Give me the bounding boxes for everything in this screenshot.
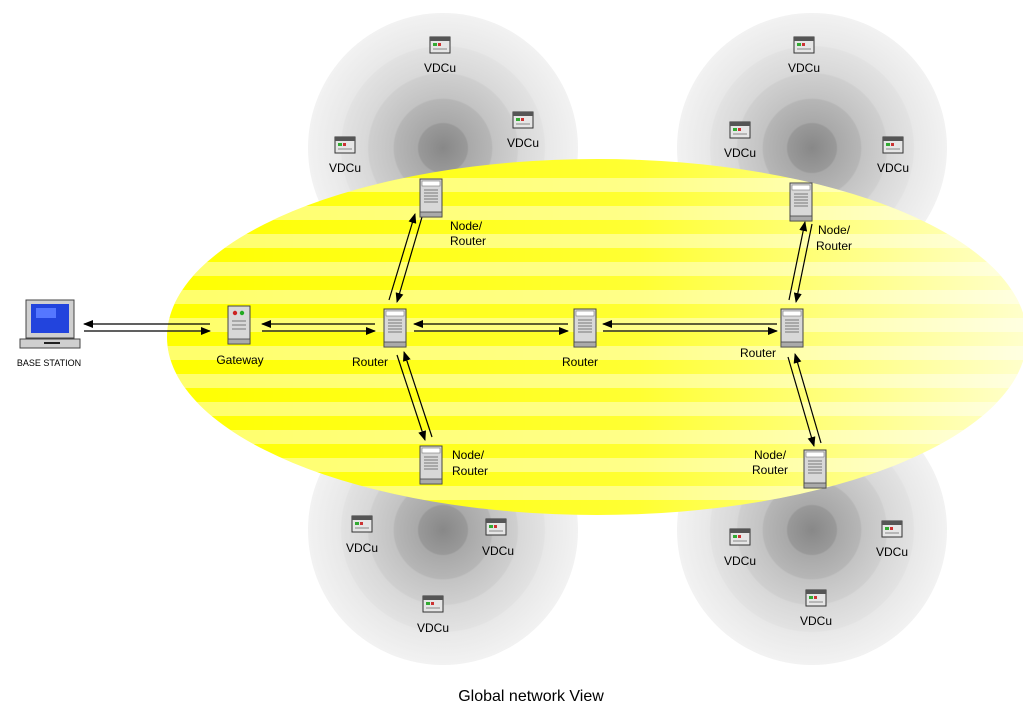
router-label: Router (740, 346, 776, 360)
arrow-node-br-to-router3 (793, 353, 822, 444)
vdcu-device-icon (485, 518, 507, 536)
vdcu-label: VDCu (329, 161, 361, 175)
arrow-node-tr-to-router3 (793, 223, 813, 303)
vdcu-unit: VDCu (788, 36, 820, 75)
node-router-label-line1: Node/ (450, 219, 483, 233)
vdcu-unit: VDCu (877, 136, 909, 175)
diagram-caption: Global network View (458, 688, 604, 705)
router-1: Router (352, 308, 407, 369)
vdcu-unit: VDCu (724, 528, 756, 568)
router-label: Router (352, 355, 388, 369)
vdcu-device-icon (334, 136, 356, 154)
vdcu-label: VDCu (876, 545, 908, 559)
server-icon (803, 449, 827, 489)
gateway: Gateway (216, 305, 264, 367)
router-2: Router (562, 308, 598, 369)
vdcu-device-icon (422, 595, 444, 613)
vdcu-unit: VDCu (482, 518, 514, 558)
node-router-label-line1: Node/ (818, 223, 851, 237)
node-router-top-left: Node/ Router (419, 178, 486, 248)
arrow-node-bl-to-router1 (403, 351, 433, 438)
vdcu-label: VDCu (346, 541, 378, 555)
vdcu-device-icon (351, 515, 373, 533)
node-router-label-line2: Router (452, 464, 488, 478)
vdcu-unit: VDCu (329, 136, 361, 175)
server-icon (383, 308, 407, 348)
vdcu-label: VDCu (724, 554, 756, 568)
vdcu-label: VDCu (424, 61, 456, 75)
computer-icon (19, 299, 81, 349)
server-icon (780, 308, 804, 348)
link-arrows (83, 213, 822, 447)
node-router-top-right: Node/ Router (789, 182, 852, 253)
node-router-label-line2: Router (752, 463, 788, 477)
vdcu-unit: VDCu (800, 589, 832, 628)
vdcu-label: VDCu (507, 136, 539, 150)
vdcu-device-icon (882, 136, 904, 154)
server-icon (227, 305, 251, 345)
arrow-router3-to-node-br (787, 356, 816, 447)
node-router-label-line1: Node/ (452, 448, 485, 462)
base-station-label: BASE STATION (17, 358, 81, 368)
gateway-label: Gateway (216, 353, 263, 367)
vdcu-device-icon (729, 121, 751, 139)
vdcu-device-icon (805, 589, 827, 607)
node-router-label-line2: Router (450, 234, 486, 248)
vdcu-device-icon (729, 528, 751, 546)
router-label: Router (562, 355, 598, 369)
arrow-router3-to-node-tr (788, 221, 808, 301)
vdcu-label: VDCu (724, 146, 756, 160)
node-router-bottom-left: Node/ Router (419, 445, 488, 485)
vdcu-label: VDCu (417, 621, 449, 635)
vdcu-label: VDCu (877, 161, 909, 175)
vdcu-unit: VDCu (507, 111, 539, 150)
server-icon (789, 182, 813, 222)
vdcu-device-icon (881, 520, 903, 538)
vdcu-device-icon (793, 36, 815, 54)
vdcu-unit: VDCu (876, 520, 908, 559)
base-station: BASE STATION (17, 299, 81, 368)
arrow-node-tl-to-router1 (395, 216, 423, 303)
vdcu-label: VDCu (482, 544, 514, 558)
server-icon (419, 445, 443, 485)
arrow-router1-to-node-bl (396, 354, 426, 441)
vdcu-unit: VDCu (424, 36, 456, 75)
server-icon (573, 308, 597, 348)
router-3: Router (740, 308, 804, 360)
vdcu-device-icon (429, 36, 451, 54)
arrow-router1-to-node-tl (388, 213, 417, 301)
node-router-label-line1: Node/ (754, 448, 787, 462)
node-router-label-line2: Router (816, 239, 852, 253)
vdcu-unit: VDCu (346, 515, 378, 555)
vdcu-unit: VDCu (417, 595, 449, 635)
server-icon (419, 178, 443, 218)
vdcu-label: VDCu (788, 61, 820, 75)
vdcu-label: VDCu (800, 614, 832, 628)
vdcu-unit: VDCu (724, 121, 756, 160)
vdcu-device-icon (512, 111, 534, 129)
node-router-bottom-right: Node/ Router (752, 448, 827, 489)
